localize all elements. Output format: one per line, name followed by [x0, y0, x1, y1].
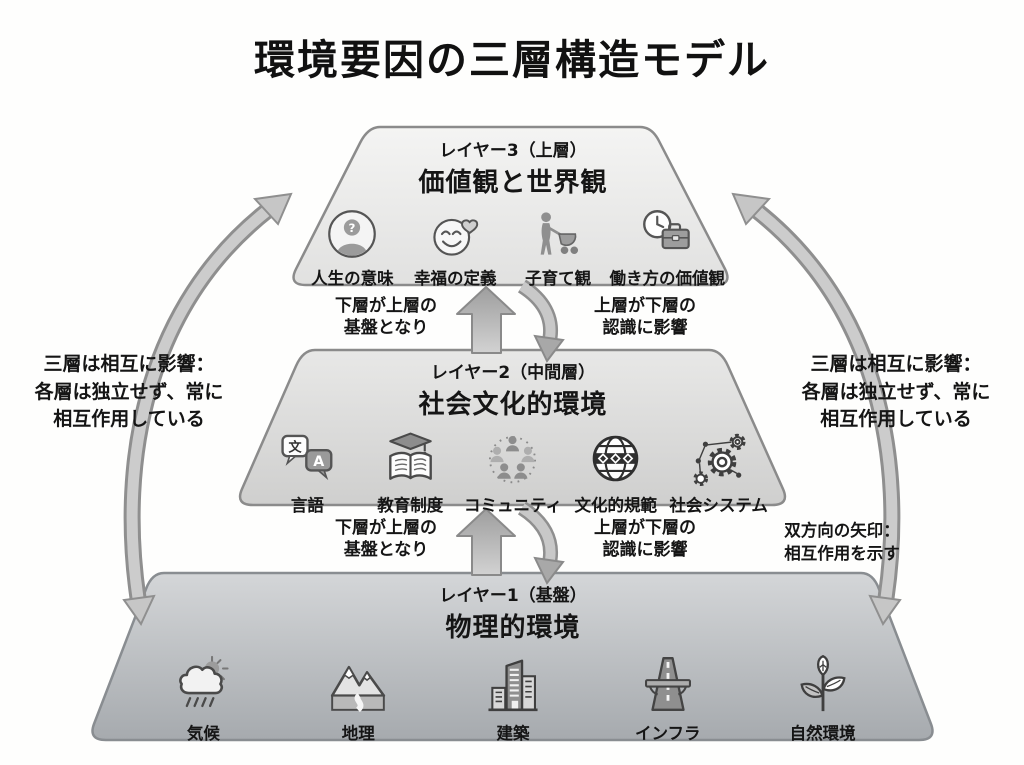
item-architecture: 建築: [436, 653, 591, 744]
item-label: 子育て観: [525, 269, 592, 288]
item-geography: 地理: [281, 653, 436, 744]
layer3-panel: レイヤー3（上層） 価値観と世界観 ? 人生の意味: [299, 136, 727, 289]
architecture-icon: [488, 659, 538, 712]
work-values-icon: [643, 210, 690, 250]
item-education: 教育制度: [359, 430, 462, 516]
layer3-trapezoid: [292, 125, 729, 287]
page-title: 環境要因の三層構造モデル: [254, 36, 770, 84]
item-label: コミュニティ: [463, 496, 562, 515]
language-icon: 文 A: [281, 434, 333, 481]
layer1-subtitle: レイヤー1（基盤）: [439, 586, 587, 606]
item-climate: 気候: [126, 653, 281, 744]
item-label: 教育制度: [377, 496, 444, 515]
item-label: 人生の意味: [311, 269, 394, 288]
gap2-up-arrow: [456, 508, 516, 576]
item-label: 幸福の定義: [413, 269, 497, 288]
layer3-items: ? 人生の意味 幸福の定義: [299, 208, 727, 289]
layer2-title: 社会文化的環境: [418, 390, 608, 420]
gap1-up-arrow: [456, 286, 516, 354]
item-label: 言語: [290, 496, 324, 515]
side-note-left: 三層は相互に影響： 各層は独立せず、常に 相互作用している: [34, 353, 224, 431]
item-label: 気候: [186, 724, 220, 743]
item-life-meaning: ? 人生の意味: [301, 208, 404, 289]
infrastructure-icon: [644, 657, 691, 711]
layer1-title: 物理的環境: [445, 613, 581, 643]
item-nature: 自然環境: [745, 653, 900, 744]
layer2-subtitle: レイヤー2（中間層）: [430, 363, 596, 383]
gap1-up-arrow-label: 下層が上層の 基盤となり: [335, 296, 437, 338]
lang-glyph-b: A: [313, 454, 324, 470]
social-system-icon: [693, 433, 746, 487]
gap2-up-arrow-label: 下層が上層の 基盤となり: [335, 518, 437, 560]
layer2-panel: レイヤー2（中間層） 社会文化的環境 文 A 言語: [254, 358, 772, 516]
layer2-items: 文 A 言語 教育制度: [254, 430, 772, 516]
community-icon: [489, 436, 537, 484]
layer1-items: 気候 地理: [124, 653, 902, 744]
item-social-system: 社会システム: [667, 430, 770, 516]
lang-glyph-a: 文: [288, 439, 302, 455]
item-label: 社会システム: [669, 496, 768, 515]
layer3-title: 価値観と世界観: [418, 168, 608, 198]
geography-icon: [331, 665, 386, 713]
item-work-values: 働き方の価値観: [609, 208, 725, 289]
layer1-panel: レイヤー1（基盤） 物理的環境 気候: [124, 581, 902, 744]
side-note-right: 三層は相互に影響： 各層は独立せず、常に 相互作用している: [801, 353, 991, 431]
bidirectional-arrow-note: 双方向の矢印： 相互作用を示す: [784, 521, 900, 564]
item-cultural-norms: 文化的規範: [564, 430, 667, 516]
item-infrastructure: インフラ: [590, 653, 745, 744]
item-label: 文化的規範: [574, 496, 658, 515]
item-parenting: 子育て観: [507, 208, 610, 289]
layer3-subtitle: レイヤー3（上層）: [439, 141, 587, 161]
gap1-down-arrow-label: 上層が下層の 認識に影響: [594, 296, 696, 338]
item-community: コミュニティ: [462, 430, 565, 516]
parenting-icon: [540, 212, 579, 255]
item-label: 自然環境: [789, 724, 856, 743]
layer1-trapezoid: [91, 571, 934, 742]
item-happiness: 幸福の定義: [404, 208, 507, 289]
item-label: 働き方の価値観: [609, 269, 725, 288]
climate-icon: [179, 655, 229, 708]
gap1-down-arrow: [517, 279, 565, 363]
gap2-down-arrow-label: 上層が下層の 認識に影響: [594, 518, 696, 560]
life-meaning-icon: ?: [328, 210, 377, 258]
item-label: インフラ: [635, 724, 701, 743]
layer2-trapezoid: [238, 348, 787, 507]
question-glyph: ?: [349, 221, 356, 235]
cultural-norms-icon: [592, 435, 639, 482]
item-language: 文 A 言語: [256, 430, 359, 516]
gap2-down-arrow: [517, 501, 565, 585]
nature-icon: [799, 654, 846, 712]
right-cycle-arrow: [731, 192, 902, 626]
item-label: 地理: [341, 724, 375, 743]
left-cycle-arrow: [122, 192, 293, 626]
education-icon: [388, 432, 432, 480]
item-label: 建築: [496, 724, 530, 743]
happiness-icon: [433, 218, 479, 256]
